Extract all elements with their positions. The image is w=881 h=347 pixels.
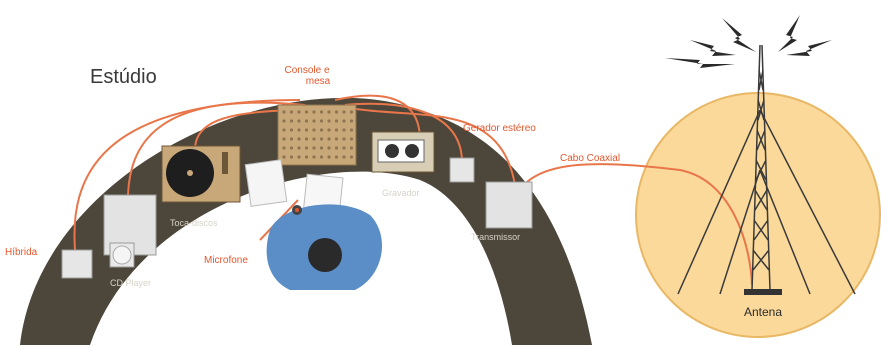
console-knob bbox=[342, 119, 345, 122]
console-knob bbox=[305, 119, 308, 122]
transmitter-box bbox=[486, 182, 532, 228]
label-cabo: Cabo Coaxial bbox=[560, 153, 620, 164]
console-knob bbox=[320, 137, 323, 140]
label-console-line1: Console e bbox=[284, 65, 329, 76]
console-knob bbox=[305, 146, 308, 149]
console-knob bbox=[335, 155, 338, 158]
console-knob bbox=[297, 128, 300, 131]
console-knob bbox=[342, 110, 345, 113]
signal-bolts bbox=[665, 15, 832, 68]
turntable bbox=[162, 146, 240, 202]
console-knob bbox=[297, 155, 300, 158]
console-knob bbox=[350, 119, 353, 122]
label-cd-player: CD Player bbox=[110, 278, 151, 288]
console-knob bbox=[290, 110, 293, 113]
console-knob bbox=[350, 128, 353, 131]
console-knob bbox=[335, 128, 338, 131]
console-knob bbox=[312, 119, 315, 122]
console-mixer bbox=[278, 105, 356, 165]
console-knob bbox=[320, 110, 323, 113]
console-knob bbox=[327, 137, 330, 140]
console-knob bbox=[297, 146, 300, 149]
antenna-base bbox=[744, 289, 782, 295]
console-knob bbox=[342, 155, 345, 158]
console-knob bbox=[312, 128, 315, 131]
console-knob bbox=[297, 119, 300, 122]
console-knob bbox=[297, 137, 300, 140]
console-knob bbox=[350, 146, 353, 149]
label-toca-discos: Toca-discos bbox=[170, 218, 218, 228]
console-knob bbox=[290, 128, 293, 131]
label-antena: Antena bbox=[744, 305, 782, 319]
hybrid-box bbox=[62, 250, 92, 278]
console-knob bbox=[327, 155, 330, 158]
console-knob bbox=[312, 155, 315, 158]
console-knob bbox=[312, 146, 315, 149]
console-knob bbox=[335, 146, 338, 149]
broadcast-area-circle bbox=[636, 93, 880, 337]
label-transmissor: Transmissor bbox=[471, 232, 520, 242]
console-knob bbox=[350, 110, 353, 113]
console-knob bbox=[320, 155, 323, 158]
stereo-generator bbox=[450, 158, 474, 182]
console-knob bbox=[290, 146, 293, 149]
console-knob bbox=[290, 137, 293, 140]
label-microfone: Microfone bbox=[204, 255, 248, 266]
label-console-line2: mesa bbox=[306, 76, 331, 87]
console-knob bbox=[320, 119, 323, 122]
console-knob bbox=[297, 110, 300, 113]
title-estudio: Estúdio bbox=[90, 66, 157, 88]
console-knob bbox=[342, 137, 345, 140]
console-knob bbox=[305, 110, 308, 113]
console-knob bbox=[312, 110, 315, 113]
console-knob bbox=[350, 137, 353, 140]
console-knob bbox=[305, 128, 308, 131]
console-knob bbox=[335, 119, 338, 122]
console-knob bbox=[282, 110, 285, 113]
console-knob bbox=[327, 146, 330, 149]
console-knob bbox=[282, 146, 285, 149]
console-knob bbox=[350, 155, 353, 158]
console-knob bbox=[290, 155, 293, 158]
console-knob bbox=[320, 128, 323, 131]
label-gravador: Gravador bbox=[382, 188, 420, 198]
console-knob bbox=[327, 119, 330, 122]
console-knob bbox=[282, 155, 285, 158]
console-knob bbox=[282, 137, 285, 140]
console-knob bbox=[290, 119, 293, 122]
tape-recorder bbox=[372, 132, 434, 172]
console-knob bbox=[327, 110, 330, 113]
label-hibrida: Híbrida bbox=[5, 247, 38, 258]
console-knob bbox=[305, 155, 308, 158]
console-knob bbox=[282, 119, 285, 122]
console-knob bbox=[305, 137, 308, 140]
console-knob bbox=[335, 137, 338, 140]
console-knob bbox=[327, 128, 330, 131]
console-knob bbox=[312, 137, 315, 140]
console-knob bbox=[342, 146, 345, 149]
console-knob bbox=[282, 128, 285, 131]
operator bbox=[245, 160, 382, 290]
console-knob bbox=[342, 128, 345, 131]
label-gerador: Gerador estéreo bbox=[463, 123, 536, 134]
console-knob bbox=[320, 146, 323, 149]
console-knob bbox=[335, 110, 338, 113]
